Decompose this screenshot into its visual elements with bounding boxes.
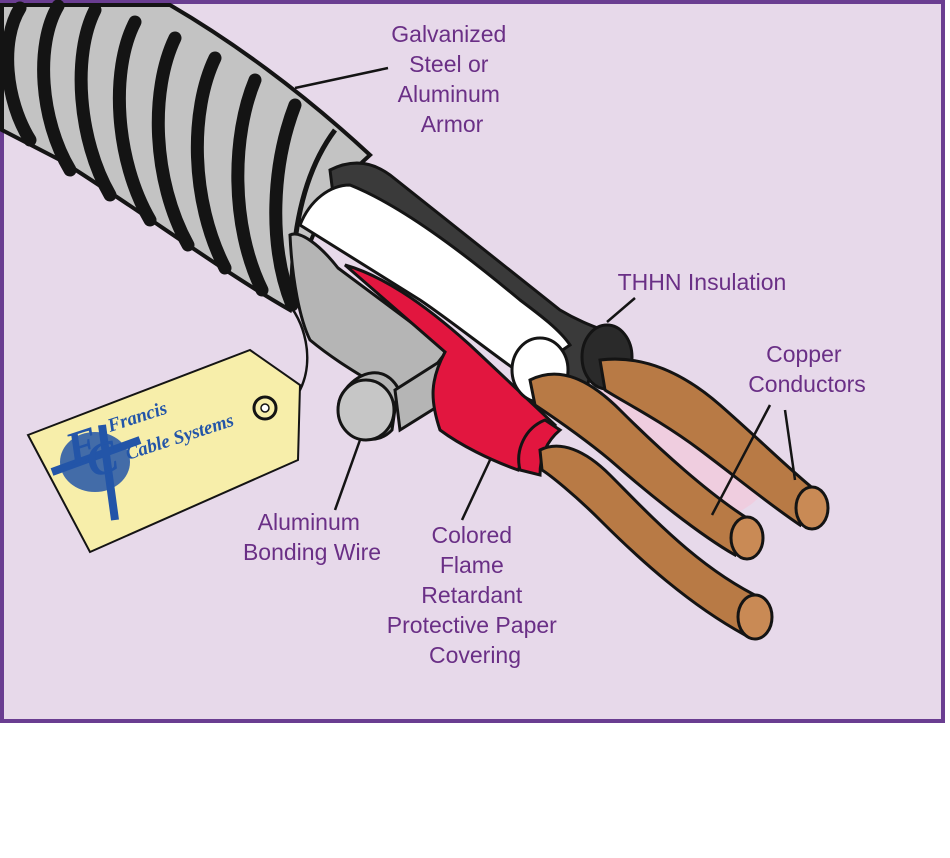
label-thhn-insulation: THHN Insulation (618, 269, 787, 295)
armor-sheath (0, 0, 373, 314)
label-bonding-wire: Aluminum Bonding Wire (243, 509, 381, 565)
label-armor: Galvanized Steel or Aluminum Armor (391, 21, 512, 137)
label-paper-covering: Colored Flame Retardant Protective Paper… (387, 522, 563, 668)
label-copper-conductors: Copper Conductors (748, 341, 866, 397)
cable-tag: F C Francis Cable Systems (26, 348, 302, 554)
leader-copper-1 (710, 404, 772, 516)
copper-conductors (528, 357, 830, 641)
red-paper-covering (344, 263, 563, 477)
leader-thhn (606, 297, 636, 323)
leader-armor (294, 66, 389, 90)
leader-copper-2 (783, 409, 797, 481)
tag-logo-cross (50, 424, 142, 521)
bonding-wire (288, 232, 454, 442)
leader-paper (460, 459, 492, 521)
leader-bonding (333, 439, 362, 511)
